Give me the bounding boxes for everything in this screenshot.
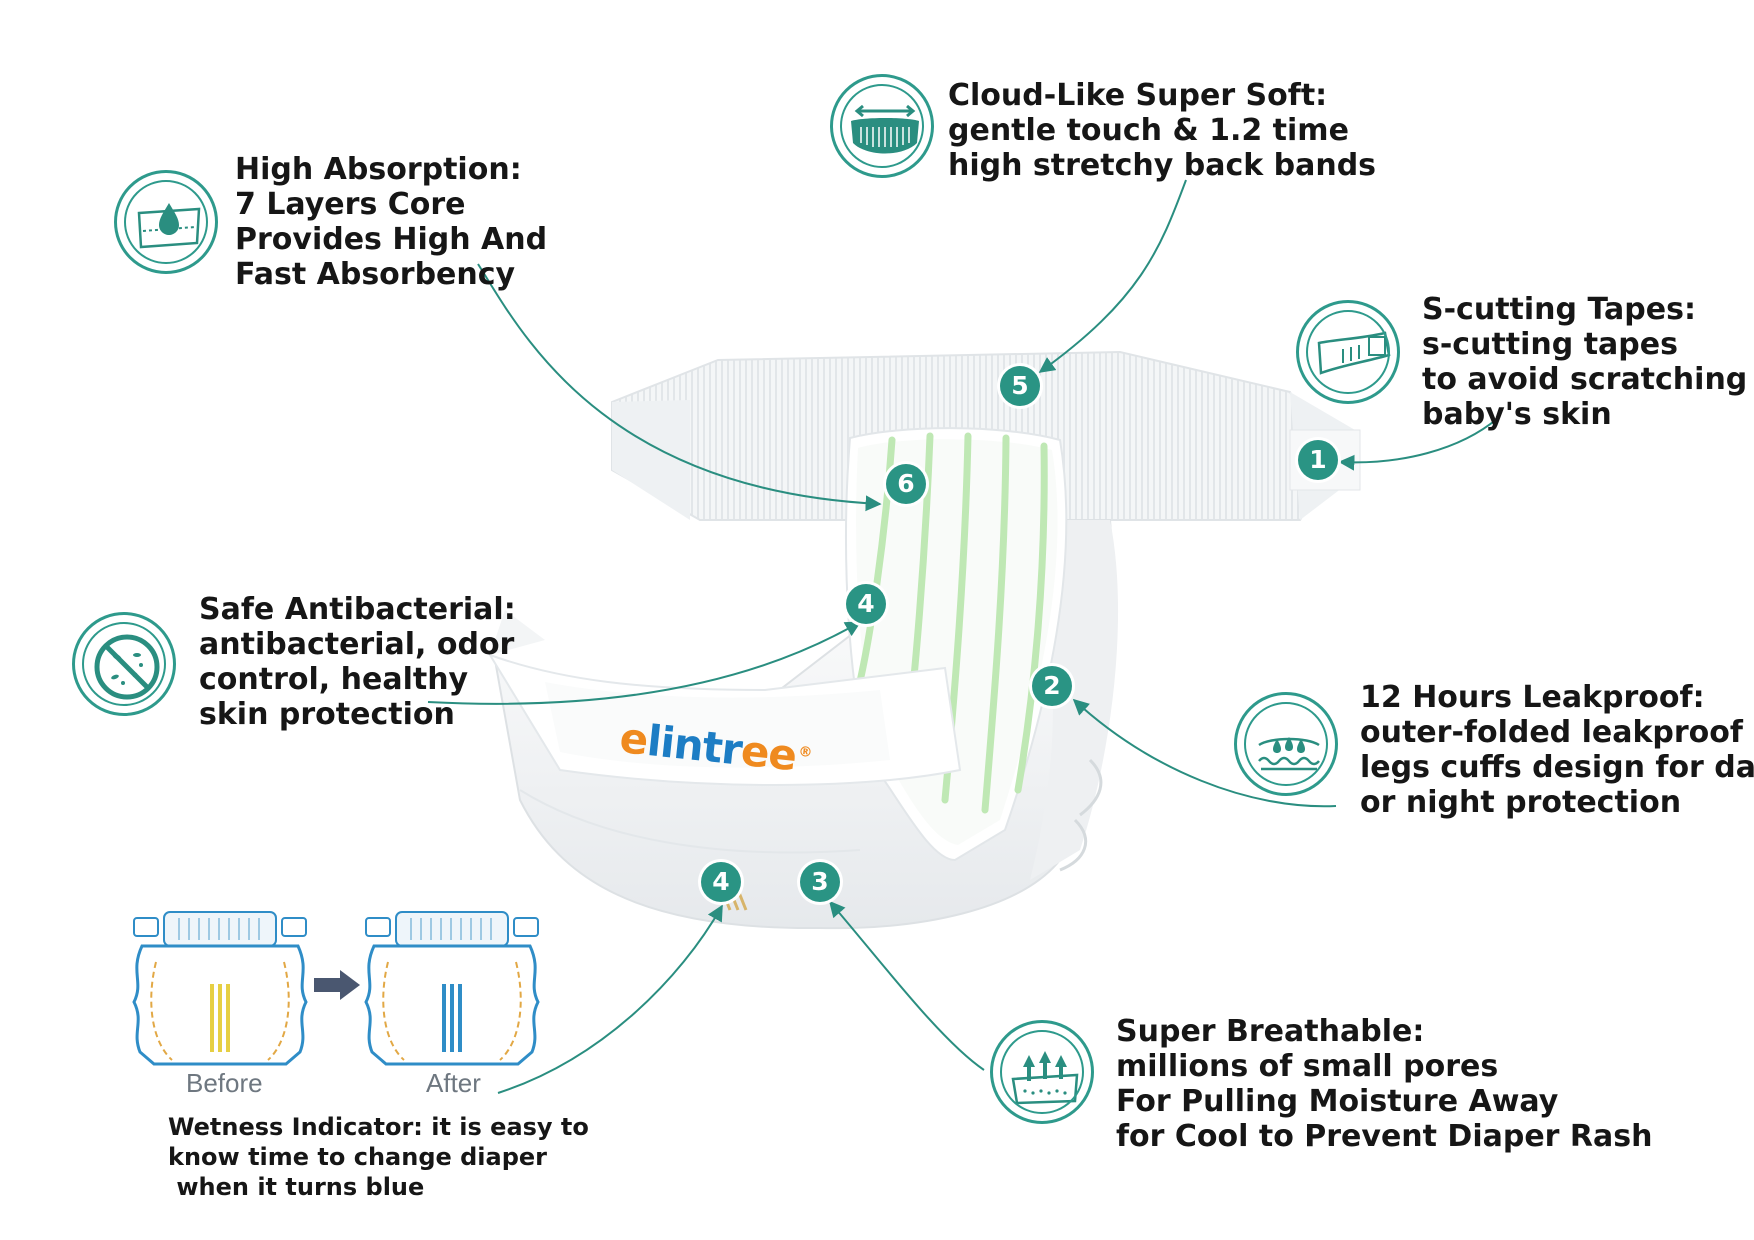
arrow-absorb	[477, 263, 882, 512]
leak-guard-icon	[1234, 692, 1338, 796]
connector-arrows	[427, 179, 1499, 1094]
callout-absorb-line: Fast Absorbency	[235, 257, 516, 292]
callout-breath-line: For Pulling Moisture Away	[1116, 1084, 1559, 1119]
badge-5: 5	[1000, 366, 1040, 406]
callout-antibac-line: skin protection	[199, 697, 455, 732]
arrow-wetness	[497, 904, 723, 1094]
callout-leak-line: legs cuffs design for day	[1360, 750, 1754, 785]
absorbent-core-icon	[114, 170, 218, 274]
callout-breath: Super Breathable: millions of small pore…	[1116, 1014, 1652, 1154]
callout-absorb-title: High Absorption:	[235, 152, 522, 187]
callout-soft: Cloud-Like Super Soft: gentle touch & 1.…	[948, 78, 1376, 183]
callout-leak-line: outer-folded leakproof	[1360, 715, 1743, 750]
badge-4-upper: 4	[846, 584, 886, 624]
callout-leak-title: 12 Hours Leakproof:	[1360, 680, 1705, 715]
callout-breath-line: for Cool to Prevent Diaper Rash	[1116, 1119, 1653, 1154]
wetness-caption: Wetness Indicator: it is easy to know ti…	[168, 1112, 589, 1202]
diaper-front-band	[487, 610, 962, 786]
callout-tapes-line: s-cutting tapes	[1422, 327, 1678, 362]
callout-leak-line: or night protection	[1360, 785, 1682, 820]
callout-soft-line: gentle touch & 1.2 time	[948, 113, 1349, 148]
callout-antibac-title: Safe Antibacterial:	[199, 592, 516, 627]
callout-soft-title: Cloud-Like Super Soft:	[948, 78, 1328, 113]
wetness-caption-line: Wetness Indicator: it is easy to	[168, 1113, 589, 1141]
wetness-caption-line: when it turns blue	[168, 1173, 425, 1201]
no-bacteria-icon	[72, 612, 176, 716]
callout-soft-line: high stretchy back bands	[948, 148, 1377, 183]
before-label: Before	[186, 1068, 263, 1098]
callout-antibac: Safe Antibacterial: antibacterial, odor …	[199, 592, 516, 732]
badge-2: 2	[1032, 666, 1072, 706]
breathable-pores-icon	[990, 1020, 1094, 1124]
callout-absorb-line: Provides High And	[235, 222, 548, 257]
arrow-breath	[828, 900, 985, 1071]
callout-leak: 12 Hours Leakproof: outer-folded leakpro…	[1360, 680, 1754, 820]
stretch-waistband-icon	[830, 74, 934, 178]
badge-6: 6	[886, 464, 926, 504]
arrow-soft	[1038, 179, 1187, 373]
callout-tapes-title: S-cutting Tapes:	[1422, 292, 1696, 327]
callout-absorb: High Absorption: 7 Layers Core Provides …	[235, 152, 547, 292]
side-tape-icon	[1296, 300, 1400, 404]
callout-tapes: S-cutting Tapes: s-cutting tapes to avoi…	[1422, 292, 1747, 432]
callout-breath-line: millions of small pores	[1116, 1049, 1499, 1084]
badge-4-lower: 4	[701, 862, 741, 902]
callout-antibac-line: control, healthy	[199, 662, 469, 697]
wetness-before-diagram	[132, 911, 308, 1066]
callout-antibac-line: antibacterial, odor	[199, 627, 515, 662]
arrow-tapes	[1338, 417, 1499, 471]
arrow-leak	[1072, 698, 1337, 808]
badge-1: 1	[1298, 440, 1338, 480]
arrow-right-icon	[314, 970, 360, 1000]
callout-tapes-line: baby's skin	[1422, 397, 1612, 432]
wetness-after-diagram	[364, 911, 540, 1066]
badge-3: 3	[800, 862, 840, 902]
arrow-antibac	[427, 621, 862, 705]
wetness-caption-line: know time to change diaper	[168, 1143, 548, 1171]
after-label: After	[426, 1068, 481, 1098]
callout-absorb-line: 7 Layers Core	[235, 187, 466, 222]
callout-breath-title: Super Breathable:	[1116, 1014, 1425, 1049]
callout-tapes-line: to avoid scratching	[1422, 362, 1748, 397]
